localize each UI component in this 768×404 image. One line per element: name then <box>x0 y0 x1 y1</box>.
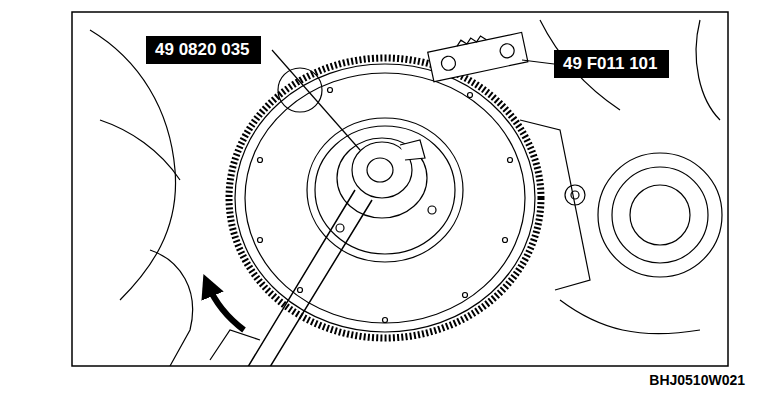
ring-gear <box>229 58 541 338</box>
leader-line <box>522 60 554 64</box>
tool-number-tag: 49 F011 101 <box>554 50 669 78</box>
leader-line <box>272 50 360 150</box>
rotation-arrow <box>208 285 244 330</box>
tool-number-tag: 49 0820 035 <box>146 36 261 64</box>
tool-number: 49 F011 101 <box>563 54 660 74</box>
wrench-handle <box>240 190 372 366</box>
locking-tool <box>427 27 528 81</box>
housing-bore <box>598 153 722 277</box>
figure-code: BHJ0510W021 <box>649 372 745 388</box>
tool-number: 49 0820 035 <box>155 40 252 60</box>
block-outline <box>90 30 176 300</box>
socket-tool <box>337 138 427 218</box>
frame <box>72 12 728 366</box>
